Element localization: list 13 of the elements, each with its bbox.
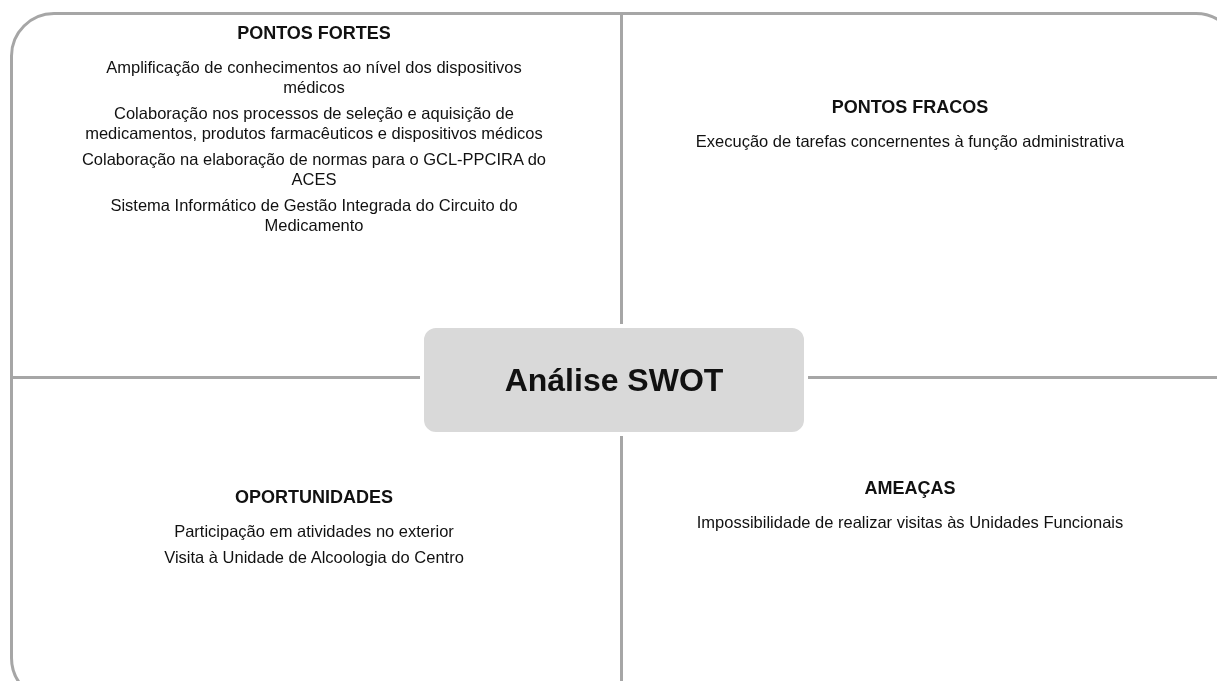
- quadrant-heading: PONTOS FRACOS: [831, 96, 989, 119]
- quadrant-heading: AMEAÇAS: [864, 477, 956, 500]
- quadrant-heading: PONTOS FORTES: [237, 22, 391, 45]
- quadrant-item: Impossibilidade de realizar visitas às Unidades Funcionais: [696, 512, 1124, 532]
- center-title: Análise SWOT: [504, 361, 724, 400]
- quadrant-item: Colaboração na elaboração de normas para o GCL-PPCIRA do ACES: [80, 149, 548, 189]
- quadrant-item: Colaboração nos processos de seleção e aquisição de medicamentos, produtos farmacêuticos e dispositivos médicos: [84, 103, 544, 143]
- quadrant-item: Visita à Unidade de Alcoologia do Centro: [164, 547, 464, 567]
- quadrant-item: Amplificação de conhecimentos ao nível dos dispositivos médicos: [105, 57, 523, 97]
- quadrant-item: Execução de tarefas concernentes à função administrativa: [695, 131, 1125, 151]
- quadrant-heading: OPORTUNIDADES: [235, 486, 393, 509]
- quadrant-item: Participação em atividades no exterior: [174, 521, 454, 541]
- quadrant-item: Sistema Informático de Gestão Integrada do Circuito do Medicamento: [109, 195, 519, 235]
